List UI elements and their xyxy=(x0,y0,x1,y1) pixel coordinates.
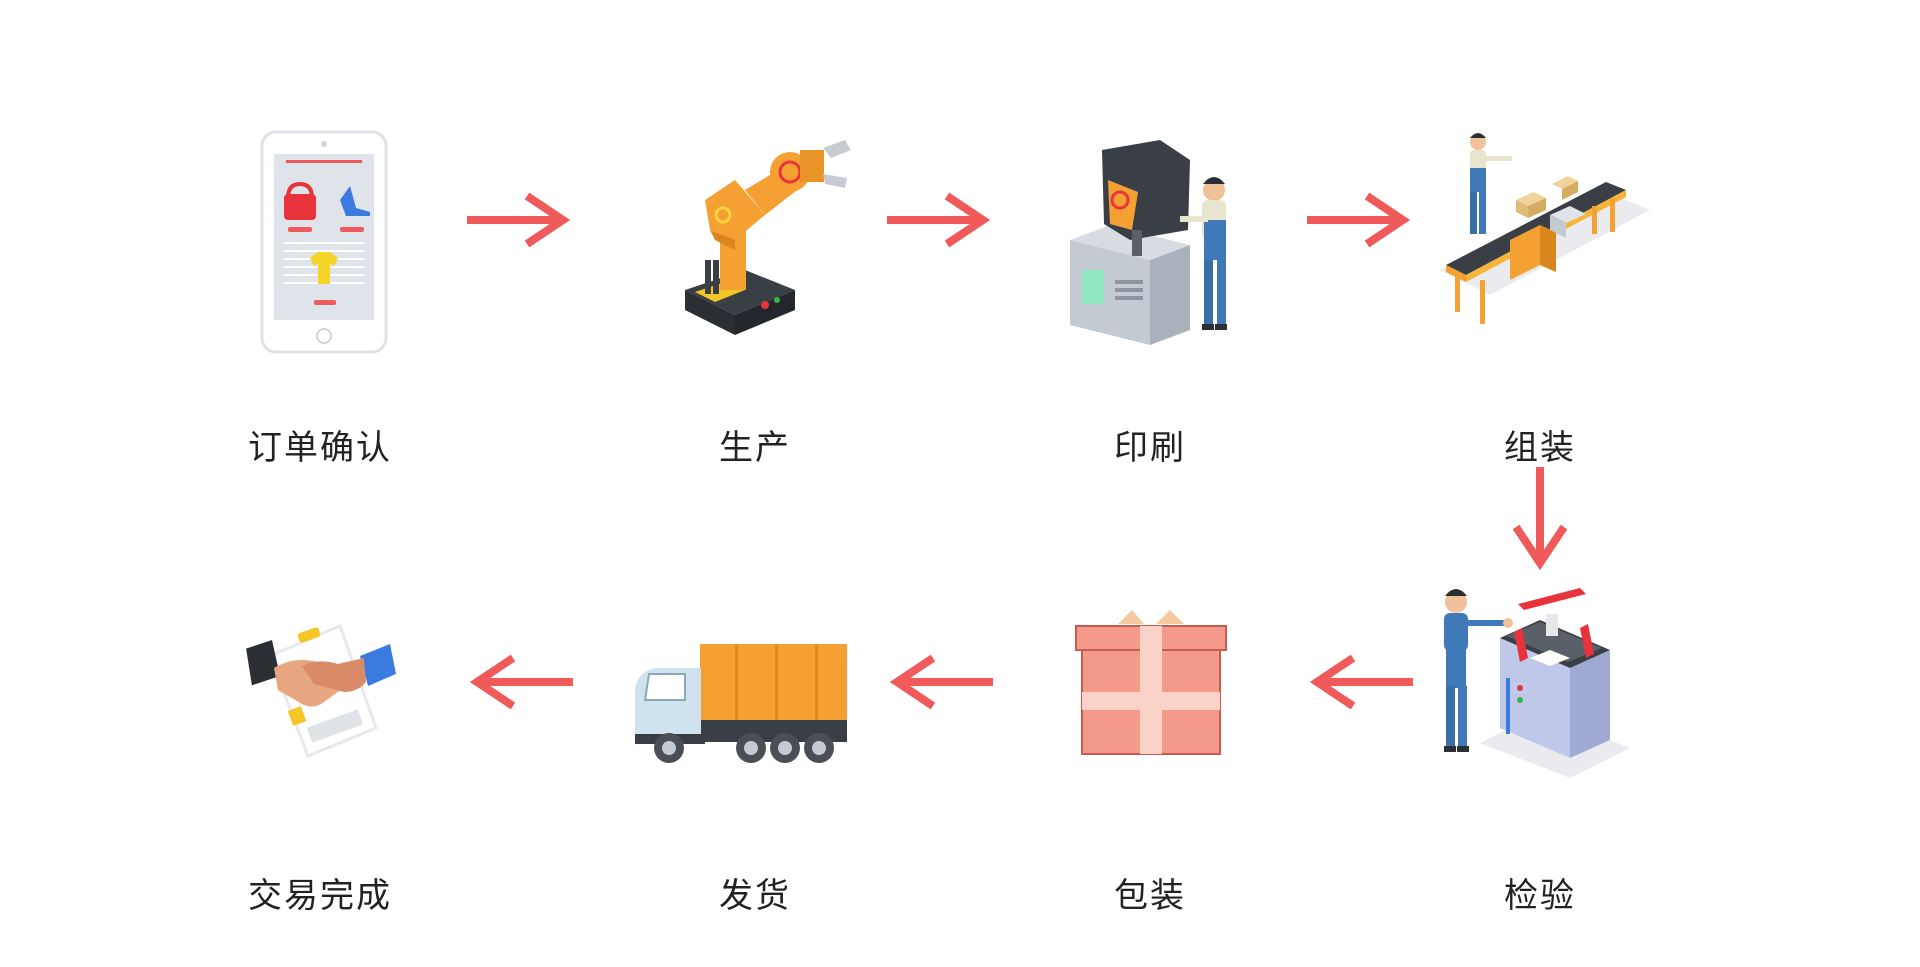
step-shipping: 发货 xyxy=(625,568,885,928)
robot-arm-icon xyxy=(625,120,885,380)
arrow-left-icon xyxy=(469,654,573,710)
gift-box-icon xyxy=(1020,568,1280,828)
arrow-left-icon xyxy=(1309,654,1413,710)
tablet-shop-icon xyxy=(190,120,450,380)
step-deal-complete: 交易完成 xyxy=(190,568,450,928)
step-label: 发货 xyxy=(719,876,791,916)
step-packaging: 包装 xyxy=(1020,568,1280,928)
arrow-left-icon xyxy=(889,654,993,710)
conveyor-belt-icon xyxy=(1410,120,1670,380)
step-inspection: 检验 xyxy=(1410,568,1670,928)
arrow-right-icon xyxy=(467,192,571,248)
step-printing: 印刷 xyxy=(1020,120,1280,480)
printing-machine-icon xyxy=(1020,120,1280,380)
step-order-confirm: 订单确认 xyxy=(190,120,450,480)
arrow-right-icon xyxy=(1307,192,1411,248)
step-production: 生产 xyxy=(625,120,885,480)
truck-icon xyxy=(625,568,885,828)
inspection-machine-icon xyxy=(1410,568,1670,828)
arrow-down-icon xyxy=(1512,467,1568,571)
step-label: 印刷 xyxy=(1114,428,1186,468)
step-assembly: 组装 xyxy=(1410,120,1670,480)
step-label: 生产 xyxy=(719,428,791,468)
step-label: 包装 xyxy=(1114,876,1186,916)
handshake-icon xyxy=(190,568,450,828)
step-label: 检验 xyxy=(1504,876,1576,916)
arrow-right-icon xyxy=(887,192,991,248)
step-label: 组装 xyxy=(1504,428,1576,468)
step-label: 交易完成 xyxy=(248,876,392,916)
step-label: 订单确认 xyxy=(248,428,392,468)
